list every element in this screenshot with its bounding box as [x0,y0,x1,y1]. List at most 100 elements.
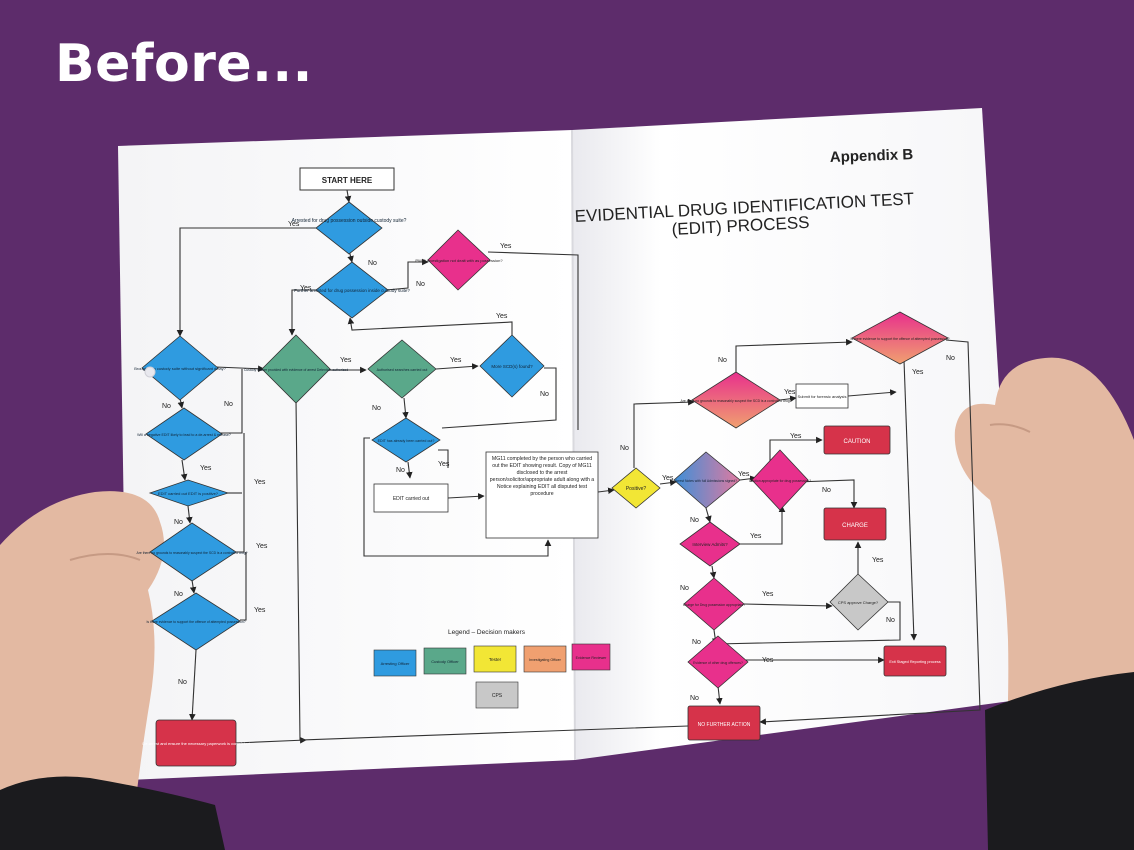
svg-text:No: No [372,405,381,412]
svg-text:Evidence of other drug offence: Evidence of other drug offences? [693,661,743,665]
svg-text:EDIT has already been carried: EDIT has already been carried out? [378,439,435,443]
node-dearrest: De-arrest and ensure the necessary paper… [142,719,250,767]
legend-item-evidence: Evidence Reviewer [576,656,608,660]
svg-text:No: No [680,585,689,592]
svg-text:Authorised searches carried ou: Authorised searches carried out [377,368,428,372]
svg-text:Yes: Yes [254,479,266,486]
svg-text:Yes: Yes [254,607,266,614]
svg-text:CPS approve Charge?: CPS approve Charge? [838,600,879,605]
legend-item-cps: CPS [492,693,503,699]
node-custody-officer: Custody Officer provided with evidence o… [244,334,348,404]
node-arrest-notes: Arrest Notes with full Admissions signed… [673,451,741,509]
node-evidence-left: Is there evidence to support the offence… [146,592,246,651]
node-charge: CHARGE [823,507,887,541]
legend-item-tester: Tester [489,657,502,662]
svg-text:Yes: Yes [738,471,750,478]
node-more-scd: More SCD(s) found? [479,334,545,398]
appendix-label: Appendix B [830,146,914,166]
node-authorised-search: Authorised searches carried out [367,339,437,399]
node-other-offences: Evidence of other drug offences? [687,635,749,689]
svg-text:De-arrest and ensure the neces: De-arrest and ensure the necessary paper… [142,741,249,746]
svg-text:No: No [690,695,699,702]
node-pwid: PWID investigation not dealt with as pos… [415,229,503,291]
node-no-further: NO FURTHER ACTION [687,705,761,741]
svg-text:Yes: Yes [762,591,774,598]
svg-text:No: No [368,260,377,267]
node-grounds-left: Are there no grounds to reasonably suspe… [136,522,248,582]
node-submit: Submit for forensic analysis [795,383,849,409]
svg-text:Yes: Yes [500,243,512,250]
svg-text:No: No [178,679,187,686]
svg-text:Positive?: Positive? [626,486,647,492]
edge-labels: Yes No Yes No Yes No No Yes Yes No Yes N… [162,221,955,702]
svg-text:PWID investigation not dealt w: PWID investigation not dealt with as pos… [415,258,503,263]
svg-text:Yes: Yes [300,285,312,292]
svg-text:Yes: Yes [496,313,508,320]
svg-text:No: No [224,401,233,408]
svg-text:Interview Admits?: Interview Admits? [692,542,728,547]
svg-text:No: No [416,281,425,288]
svg-text:No: No [692,639,701,646]
node-caution: CAUTION [823,425,891,455]
svg-text:No: No [946,355,955,362]
legend-item-investigating: Investigating Officer [529,658,561,662]
svg-text:Is there evidence to support t: Is there evidence to support the offence… [850,337,949,341]
svg-text:Yes: Yes [912,369,924,376]
svg-text:No: No [690,517,699,524]
svg-text:Yes: Yes [790,433,802,440]
node-mg11: MG11 completed by the person who carried… [485,451,599,539]
node-arrested-possession: Arrested for drug possession outside cus… [292,201,407,255]
svg-text:Yes: Yes [450,357,462,364]
slide-heading: Before... [55,34,313,94]
svg-text:No: No [174,591,183,598]
svg-text:Yes: Yes [750,533,762,540]
svg-text:EDIT carried out: EDIT carried out [393,496,430,502]
node-exit-staged: Exit Staged Reporting process [883,645,947,677]
svg-text:CAUTION: CAUTION [844,439,871,445]
svg-text:No: No [174,519,183,526]
svg-text:No: No [620,445,629,452]
svg-text:Yes: Yes [256,543,268,550]
svg-text:Yes: Yes [762,657,774,664]
node-caution-q: Caution appropriate for drug possession? [749,449,811,511]
node-evidence-right: Is there evidence to support the offence… [850,311,950,365]
svg-text:EDIT carried out EDIT is posit: EDIT carried out EDIT is positive? [158,491,219,496]
legend: Legend – Decision makers Arresting Offic… [373,629,611,709]
node-edit-already: EDIT has already been carried out? [371,417,441,463]
svg-text:No: No [162,403,171,410]
paper-right-half [572,108,1018,760]
svg-text:Further arrested for drug poss: Further arrested for drug possession ins… [294,288,410,293]
node-start: START HERE [299,167,395,191]
svg-text:Are there no grounds to reason: Are there no grounds to reasonably suspe… [680,399,791,403]
svg-text:Yes: Yes [784,389,796,396]
svg-text:Yes: Yes [438,461,450,468]
node-positive: Positive? [611,467,661,509]
node-brought-in: Brought into custody suite without signi… [134,335,227,401]
svg-text:Yes: Yes [340,357,352,364]
svg-text:CHARGE: CHARGE [842,523,868,529]
legend-item-arresting: Arresting Officer [381,661,410,666]
right-hand [954,357,1134,850]
svg-text:No: No [396,467,405,474]
connectors [176,189,981,744]
legend-item-custody: Custody Officer [431,659,459,664]
svg-text:Will a negative EDIT likely to: Will a negative EDIT likely to lead to a… [137,433,231,437]
svg-text:Custody Officer provided with: Custody Officer provided with evidence o… [244,368,348,372]
node-further-arrested: Further arrested for drug possession ins… [294,261,410,319]
svg-text:Arrest Notes with full Admissi: Arrest Notes with full Admissions signed… [675,479,737,483]
node-edit-carried: EDIT carried out EDIT is positive? [148,479,230,507]
svg-text:No: No [886,617,895,624]
node-cps-q: CPS approve Charge? [829,573,889,631]
legend-title: Legend – Decision makers [448,629,526,636]
svg-text:Brought into custody suite wit: Brought into custody suite without signi… [134,366,226,371]
node-edit-out: EDIT carried out [373,483,449,513]
svg-text:No: No [718,357,727,364]
svg-text:Charge for Drug possession app: Charge for Drug possession appropriate? [683,603,745,607]
svg-text:START HERE: START HERE [322,176,373,185]
node-interview: Interview Admits? [679,521,741,567]
svg-text:No: No [822,487,831,494]
left-hand [0,491,225,850]
svg-text:More SCD(s) found?: More SCD(s) found? [491,364,533,369]
svg-text:Is there evidence to support t: Is there evidence to support the offence… [146,620,245,624]
